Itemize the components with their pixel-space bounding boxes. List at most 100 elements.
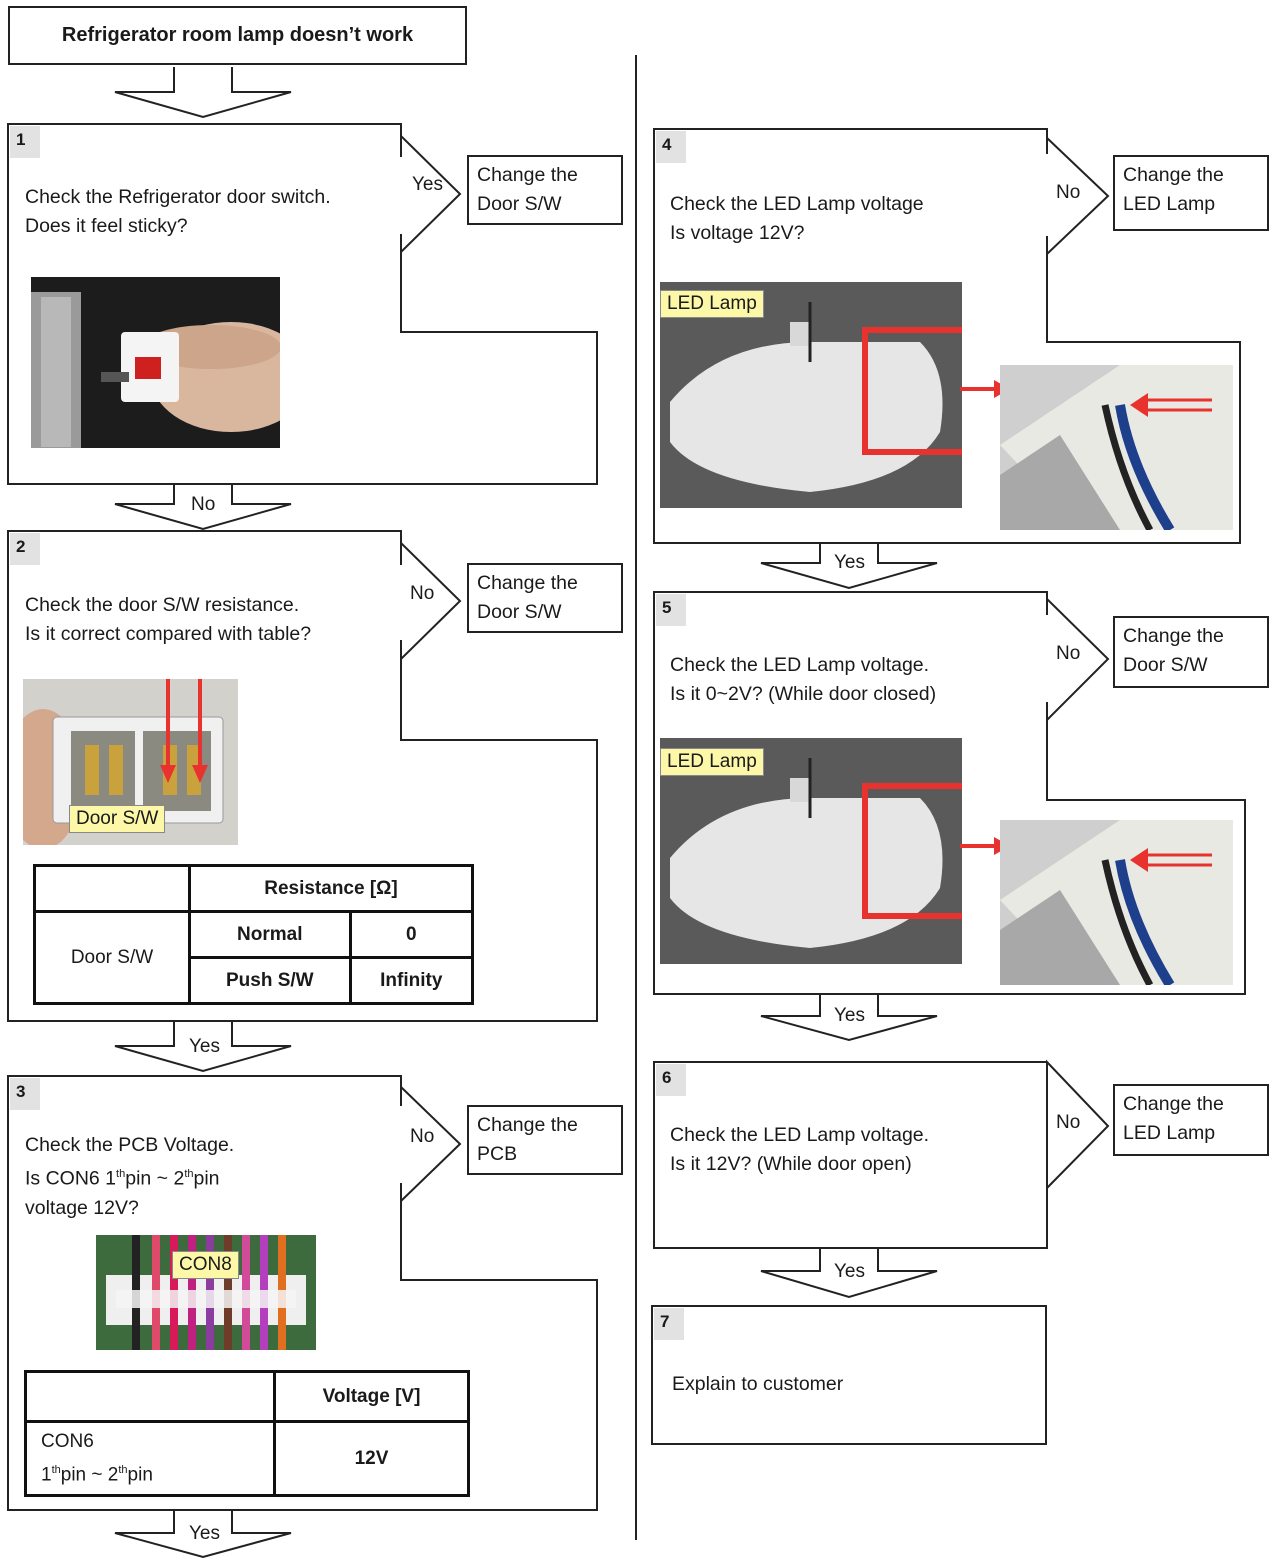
down-label-yes: Yes (189, 1036, 220, 1057)
step1-frame (7, 123, 598, 485)
table-row-label: Door S/W (33, 910, 191, 1005)
led-wire-closeup-photo (1000, 365, 1233, 530)
step1-result-box: Change the Door S/W (467, 155, 623, 225)
step4-result-box: Change the LED Lamp (1113, 155, 1269, 231)
down-label-yes: Yes (834, 1261, 865, 1282)
down-arrow-3 (114, 1510, 292, 1559)
resistance-table: Resistance [Ω] Door S/W Normal 0 Push S/… (33, 864, 475, 1005)
result-line: Change the (477, 1114, 578, 1136)
question-line: Check the LED Lamp voltage (670, 193, 924, 215)
step3-result-box: Change the PCB (467, 1105, 623, 1175)
table-cell: Normal (188, 910, 352, 959)
branch-label: Yes (412, 174, 443, 195)
down-label-yes: Yes (189, 1523, 220, 1544)
question-line: Check the LED Lamp voltage. (670, 1124, 930, 1146)
result-line: Door S/W (1123, 654, 1208, 676)
result-line: Change the (1123, 164, 1224, 186)
led-lamp-photo: LED Lamp (660, 738, 962, 964)
text-part: pin ~ 2 (60, 1464, 119, 1486)
superscript: th (51, 1464, 61, 1477)
question-line: Is it correct compared with table? (25, 623, 312, 645)
down-arrow-2 (114, 1021, 292, 1073)
text-part: 1 (41, 1464, 52, 1486)
step6-question: Check the LED Lamp voltage. Is it 12V? (… (670, 1121, 929, 1179)
text-part: pin (193, 1167, 220, 1190)
table-corner-cell (24, 1370, 276, 1423)
step2-result-box: Change the Door S/W (467, 563, 623, 633)
down-arrow-4 (760, 543, 938, 590)
down-label-yes: Yes (834, 1005, 865, 1026)
down-arrow-0 (114, 67, 292, 119)
result-line: Change the (477, 572, 578, 594)
step6-side-arrow (1046, 1059, 1110, 1191)
down-arrow-1 (114, 484, 292, 531)
step7-conclusion: Explain to customer (672, 1373, 844, 1395)
step5-frame (653, 591, 1246, 995)
question-line: voltage 12V? (25, 1196, 139, 1219)
table-header: Resistance [Ω] (188, 864, 474, 913)
table-cell: 12V (273, 1420, 470, 1497)
question-line: Is CON6 1thpin ~ 2thpin (25, 1160, 234, 1194)
superscript: th (116, 1168, 126, 1180)
text-part: pin ~ 2 (125, 1167, 185, 1190)
step-number: 7 (654, 1308, 684, 1340)
question-line: Does it feel sticky? (25, 215, 188, 237)
step-number: 3 (10, 1078, 40, 1110)
row-label-line: 1thpin ~ 2thpin (41, 1456, 265, 1489)
led-wire-closeup-photo (1000, 820, 1233, 985)
text-part: Is CON6 1 (25, 1167, 117, 1190)
step7-frame (651, 1305, 1047, 1445)
down-label-yes: Yes (834, 552, 865, 573)
result-line: Door S/W (477, 193, 562, 215)
table-header: Voltage [V] (273, 1370, 470, 1423)
branch-label: No (1056, 643, 1081, 664)
step5-result-box: Change the Door S/W (1113, 616, 1269, 688)
question-line: Is voltage 12V? (670, 222, 805, 244)
result-line: LED Lamp (1123, 1122, 1216, 1144)
table-row-label: CON6 1thpin ~ 2thpin (24, 1420, 276, 1497)
down-label-no: No (191, 494, 216, 515)
step-number: 6 (656, 1064, 686, 1096)
question-line: Check the door S/W resistance. (25, 594, 300, 616)
door-switch-photo (31, 277, 280, 448)
voltage-table: Voltage [V] CON6 1thpin ~ 2thpin 12V (24, 1370, 470, 1497)
step5-side-arrow (1046, 596, 1110, 723)
step4-frame (653, 128, 1241, 544)
down-arrow-5 (760, 994, 938, 1042)
result-line: Door S/W (477, 601, 562, 623)
table-cell: Push S/W (188, 956, 352, 1005)
step4-side-arrow (1046, 135, 1110, 257)
pcb-connector-photo: CON8 (96, 1235, 316, 1350)
superscript: th (184, 1168, 194, 1180)
question-line: Is it 0~2V? (While door closed) (670, 683, 937, 705)
down-arrow-6 (760, 1248, 938, 1299)
step2-frame (7, 530, 598, 1022)
result-line: LED Lamp (1123, 193, 1216, 215)
step-number: 4 (656, 131, 686, 163)
step-number: 5 (656, 594, 686, 626)
table-cell: 0 (348, 910, 475, 959)
flowchart-title: Refrigerator room lamp doesn’t work (8, 6, 467, 65)
branch-label: No (410, 1126, 435, 1147)
step4-question: Check the LED Lamp voltage Is voltage 12… (670, 190, 924, 248)
photo-label: CON8 (172, 1251, 239, 1279)
step2-side-arrow (400, 540, 462, 662)
question-line: Check the LED Lamp voltage. (670, 654, 930, 676)
result-line: Change the (1123, 625, 1224, 647)
step6-result-box: Change the LED Lamp (1113, 1084, 1269, 1156)
branch-label: No (1056, 182, 1081, 203)
step1-side-arrow (400, 133, 462, 255)
result-line: Change the (1123, 1093, 1224, 1115)
step-number: 1 (10, 126, 40, 158)
photo-label: LED Lamp (660, 748, 764, 776)
step3-side-arrow (400, 1084, 462, 1204)
step3-frame (7, 1075, 598, 1511)
result-line: PCB (477, 1143, 518, 1165)
table-corner-cell (33, 864, 191, 913)
step2-question: Check the door S/W resistance. Is it cor… (25, 591, 311, 649)
step3-question: Check the PCB Voltage. Is CON6 1thpin ~ … (25, 1131, 234, 1223)
photo-label: Door S/W (69, 805, 166, 833)
result-line: Change the (477, 164, 578, 186)
table-cell: Infinity (348, 956, 475, 1005)
question-line: Check the Refrigerator door switch. (25, 186, 331, 208)
